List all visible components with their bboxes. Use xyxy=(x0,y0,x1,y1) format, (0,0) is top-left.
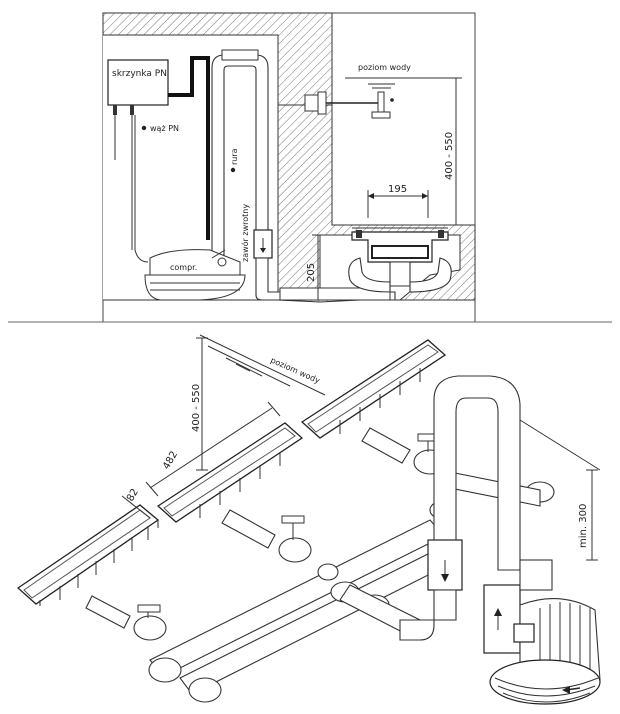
height-dimension-top: 400 - 550 xyxy=(444,132,455,180)
channel-left xyxy=(16,504,160,606)
control-box xyxy=(107,59,169,106)
min-distance-dimension: min. 300 xyxy=(578,504,589,548)
hose-label: wąż PN xyxy=(150,124,179,133)
compressor-label: compr. xyxy=(170,263,197,272)
pipe-network xyxy=(85,427,555,703)
height-dimension-bottom: 400 - 550 xyxy=(191,384,202,432)
control-box-label: skrzynka PN xyxy=(112,69,167,79)
depth-dimension: 205 xyxy=(306,263,317,282)
blower xyxy=(483,559,601,705)
pool-channel-section xyxy=(348,227,452,293)
width-dimension: 195 xyxy=(388,184,407,195)
ball-valve-middle xyxy=(278,515,312,563)
pipe-label: rura xyxy=(230,148,239,165)
vertical-riser xyxy=(399,375,521,641)
bottom-diagram: poziom wody 400 - 550 xyxy=(16,334,601,705)
compressor xyxy=(134,249,246,301)
channel-middle xyxy=(156,422,304,523)
vertical-pipe xyxy=(211,54,269,256)
channel-right xyxy=(300,339,447,439)
water-level-label-top: poziom wody xyxy=(358,63,411,72)
ball-valve-left xyxy=(133,604,167,641)
top-diagram: skrzynka PN wąż PN rura zawór zwrotny xyxy=(102,12,476,323)
check-valve-label: zawór zwrotny xyxy=(240,204,250,262)
length-dimension: 482 xyxy=(161,449,180,471)
width-dimension-bottom: 82 xyxy=(125,487,141,504)
